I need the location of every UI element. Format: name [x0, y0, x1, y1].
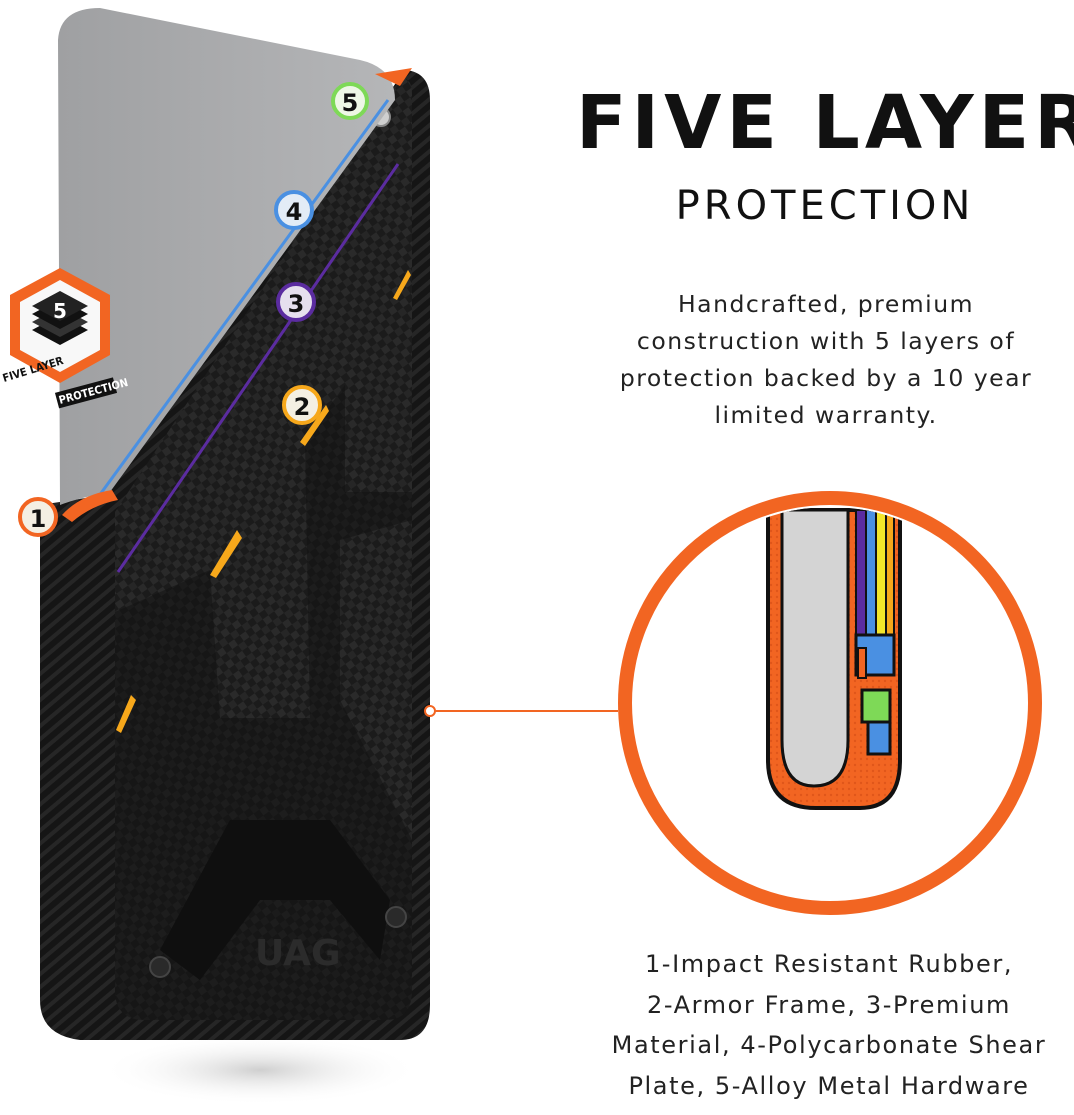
screw-icon [149, 956, 171, 978]
uag-logo: UAG [255, 933, 341, 974]
svg-text:3: 3 [288, 290, 305, 318]
layer-list-line: 2-Armor Frame, 3-Premium [647, 990, 1011, 1019]
description-line: construction with 5 layers of [636, 327, 1016, 355]
callout-3: 3 [276, 282, 316, 322]
layer-list: 1-Impact Resistant Rubber, 2-Armor Frame… [584, 944, 1074, 1106]
callout-4: 4 [274, 190, 314, 230]
callout-2: 2 [282, 385, 322, 425]
page-title: FIVE LAYER [576, 80, 1074, 166]
layer-4-line [94, 99, 390, 501]
phone-case: UAG [40, 70, 430, 1040]
layer-list-line: Material, 4-Polycarbonate Shear [611, 1031, 1047, 1059]
layer-1-edge [375, 68, 412, 86]
layer-list-line: 1-Impact Resistant Rubber, [644, 950, 1014, 978]
case-shadow [100, 1035, 420, 1105]
stacked-layers-icon: 5 [32, 291, 88, 345]
screw-icon [385, 906, 407, 928]
description-line: protection backed by a 10 year [619, 364, 1033, 392]
cross-section-zoom [618, 491, 1042, 915]
svg-text:5: 5 [53, 299, 67, 323]
svg-text:2: 2 [294, 393, 311, 421]
layer-list-line: Plate, 5-Alloy Metal Hardware [628, 1071, 1030, 1100]
layer-1-edge [62, 490, 118, 522]
svg-text:4: 4 [286, 198, 303, 226]
svg-text:5: 5 [342, 89, 359, 117]
description-line: limited warranty. [714, 401, 938, 429]
phone-device [58, 8, 395, 505]
callout-1: 1 [18, 497, 58, 537]
svg-text:1: 1 [30, 505, 47, 533]
callout-5: 5 [331, 82, 369, 120]
page-subtitle: PROTECTION [675, 183, 975, 229]
layer-3-line [116, 163, 400, 573]
description-line: Handcrafted, premium [678, 290, 974, 318]
description: Handcrafted, premium construction with 5… [596, 286, 1056, 434]
